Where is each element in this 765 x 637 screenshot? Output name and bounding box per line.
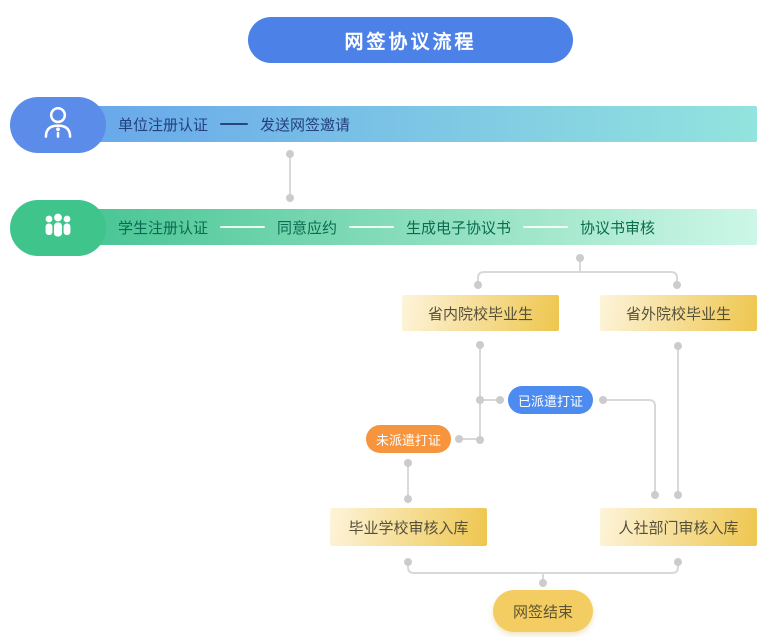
node-in-province: 省内院校毕业生	[402, 295, 559, 331]
student-lane-bar	[58, 209, 757, 245]
unit-lane-bar	[58, 106, 757, 142]
node-hr-review: 人社部门审核入库	[600, 508, 757, 546]
unit-lane-steps: 单位注册认证 发送网签邀请	[118, 106, 350, 142]
node-out-province: 省外院校毕业生	[600, 295, 757, 331]
team-icon	[36, 204, 80, 253]
step-label: 发送网签邀请	[260, 116, 351, 134]
page-title: 网签协议流程	[248, 17, 573, 63]
node-not-dispatched: 未派遣打证	[366, 425, 451, 453]
student-lane-steps: 学生注册认证 同意应约 生成电子协议书 协议书审核	[118, 209, 655, 245]
step-label: 生成电子协议书	[406, 219, 512, 237]
step-label: 协议书审核	[580, 219, 656, 237]
unit-lane-badge	[10, 97, 106, 153]
step-dash	[220, 226, 266, 228]
node-school-review: 毕业学校审核入库	[330, 508, 487, 546]
node-finish: 网签结束	[493, 590, 593, 632]
step-dash	[523, 226, 569, 228]
step-label: 学生注册认证	[118, 219, 209, 237]
step-label: 单位注册认证	[118, 116, 209, 134]
step-dash	[220, 123, 249, 125]
user-icon	[37, 102, 79, 149]
step-label: 同意应约	[277, 219, 338, 237]
student-lane-badge	[10, 200, 106, 256]
step-dash	[349, 226, 395, 228]
node-dispatched: 已派遣打证	[508, 386, 593, 414]
